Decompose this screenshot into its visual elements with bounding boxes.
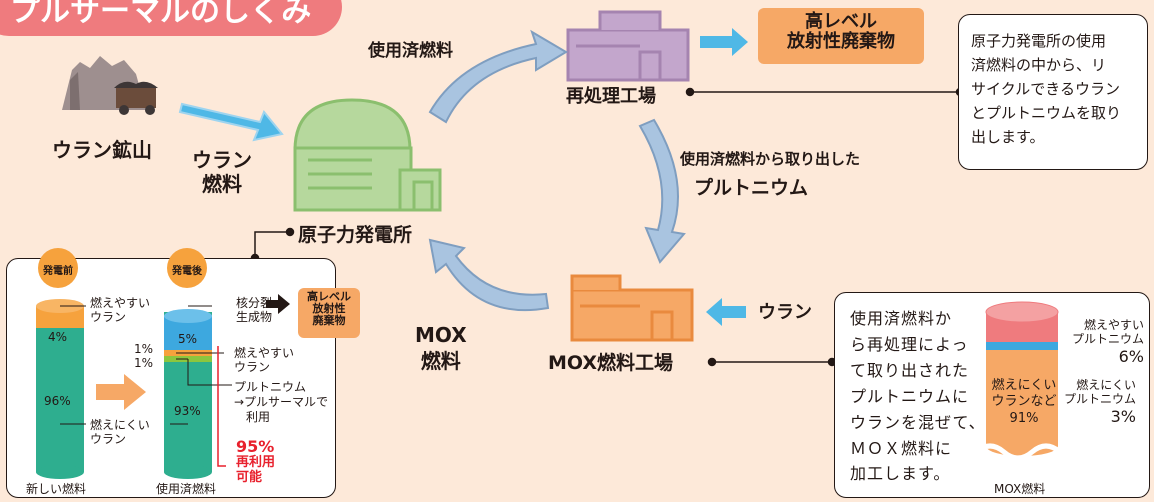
uranium-mine-label: ウラン鉱山 — [52, 138, 152, 162]
new-fuel-caption: 新しい燃料 — [26, 482, 87, 496]
hlw-box: 高レベル 放射性廃棄物 — [758, 8, 924, 64]
spent-fuel-label: 使用済燃料 — [368, 41, 453, 61]
mox-fuel-label: MOX 燃料 — [415, 323, 467, 373]
reprocessing-note: 原子力発電所の使用 済燃料の中から、リ サイクルできるウラン とプルトニウムを取… — [958, 14, 1148, 170]
reuse-label: 95% 再利用 可能 — [236, 437, 276, 486]
extracted-pu-label: 使用済燃料から取り出した プルトニウム — [680, 150, 861, 199]
uranium-mine-icon — [62, 56, 158, 115]
uranium-input-arrow — [706, 298, 746, 326]
nuclear-plant-icon — [293, 98, 442, 212]
uranium-input-label: ウラン — [758, 302, 812, 323]
new-top-pct: 4% — [48, 330, 68, 344]
before-badge: 発電前 — [43, 266, 73, 277]
page-title: プルサーマルのしくみ — [0, 0, 342, 36]
mox-plant-icon — [570, 274, 694, 342]
mox-caption: MOX燃料 — [994, 482, 1046, 496]
after-badge: 発電後 — [172, 266, 202, 277]
mox-plant-label: MOX燃料工場 — [548, 352, 674, 374]
uranium-fuel-label: ウラン 燃料 — [192, 148, 252, 196]
note-connectors — [250, 87, 965, 367]
fission-pct: 5% — [178, 332, 198, 346]
new-bottom-pct: 96% — [44, 394, 71, 408]
cycle-arrows — [428, 29, 686, 312]
spent-fuel-caption: 使用済燃料 — [156, 482, 217, 496]
uranium-supply-arrow — [178, 102, 284, 142]
reprocessing-plant-icon — [566, 10, 690, 82]
nuclear-plant-label: 原子力発電所 — [298, 224, 413, 246]
mox-note-text: 使用済燃料か ら再処理によっ て取り出された プルトニウムに ウランを混ぜて、 … — [850, 309, 986, 484]
pu-label: プルトニウム →プルサーマルで 利用 — [234, 380, 329, 424]
waste-arrow — [700, 28, 748, 56]
main-pct: 93% — [174, 404, 201, 418]
pct-1b: 1% — [134, 356, 154, 370]
new-bottom-label: 燃えにくい ウラン — [90, 418, 150, 447]
pct-1a: 1% — [134, 342, 154, 356]
new-top-label: 燃えやすい ウラン — [90, 296, 151, 325]
fission-label: 核分裂 生成物 — [236, 296, 273, 325]
panel-hlw-box: 高レベル 放射性 廃棄物 — [298, 288, 360, 338]
mox-pu-fertile-label: 燃えにくい プルトニウム 3% — [1064, 378, 1137, 426]
mox-uranium-label: 燃えにくい ウランなど 91% — [991, 378, 1057, 426]
reprocessing-plant-label: 再処理工場 — [566, 86, 656, 107]
fissile-label: 燃えやすい ウラン — [234, 346, 295, 375]
mox-pu-fissile-label: 燃えやすい プルトニウム 6% — [1072, 318, 1145, 366]
